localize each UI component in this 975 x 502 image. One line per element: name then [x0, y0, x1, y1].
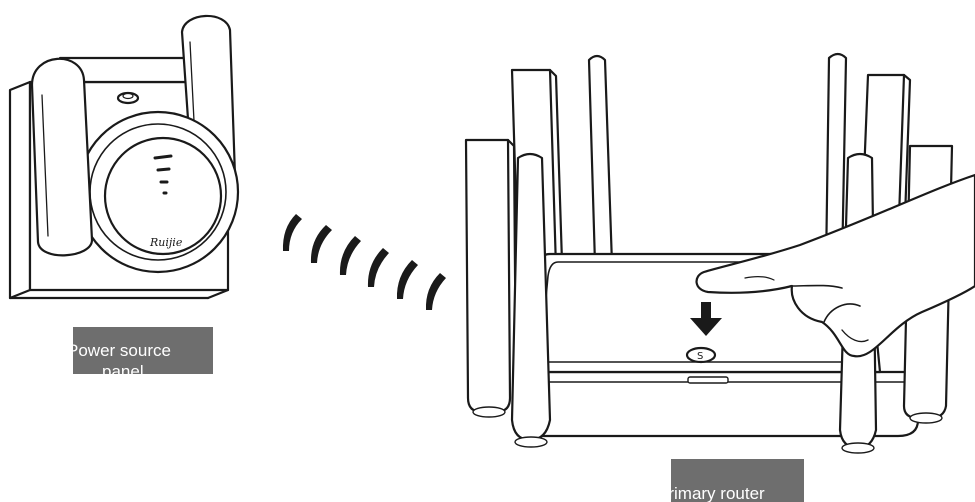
signal-wave [397, 260, 418, 299]
signal-wave [368, 248, 389, 287]
logo-text: Ruijie [149, 236, 183, 249]
signal-wave [340, 236, 361, 275]
router-s-button: S [687, 348, 715, 362]
extender-label-line2: panel [102, 361, 144, 374]
router-label: Primary router [671, 459, 804, 502]
extender-logo-icon: Ruijie [149, 236, 183, 249]
extender-label: Power source panel [73, 327, 213, 374]
signal-wave [311, 225, 332, 263]
extender-label-line1: Power source [73, 340, 171, 361]
signal-wave [283, 214, 302, 251]
signal-waves-icon [283, 214, 446, 310]
extender-front-antenna [32, 59, 92, 256]
signal-wave [426, 273, 446, 310]
router-button-glyph: S [697, 351, 703, 362]
range-extender: Ruijie [10, 16, 238, 298]
router-label-text: Primary router [671, 483, 765, 502]
